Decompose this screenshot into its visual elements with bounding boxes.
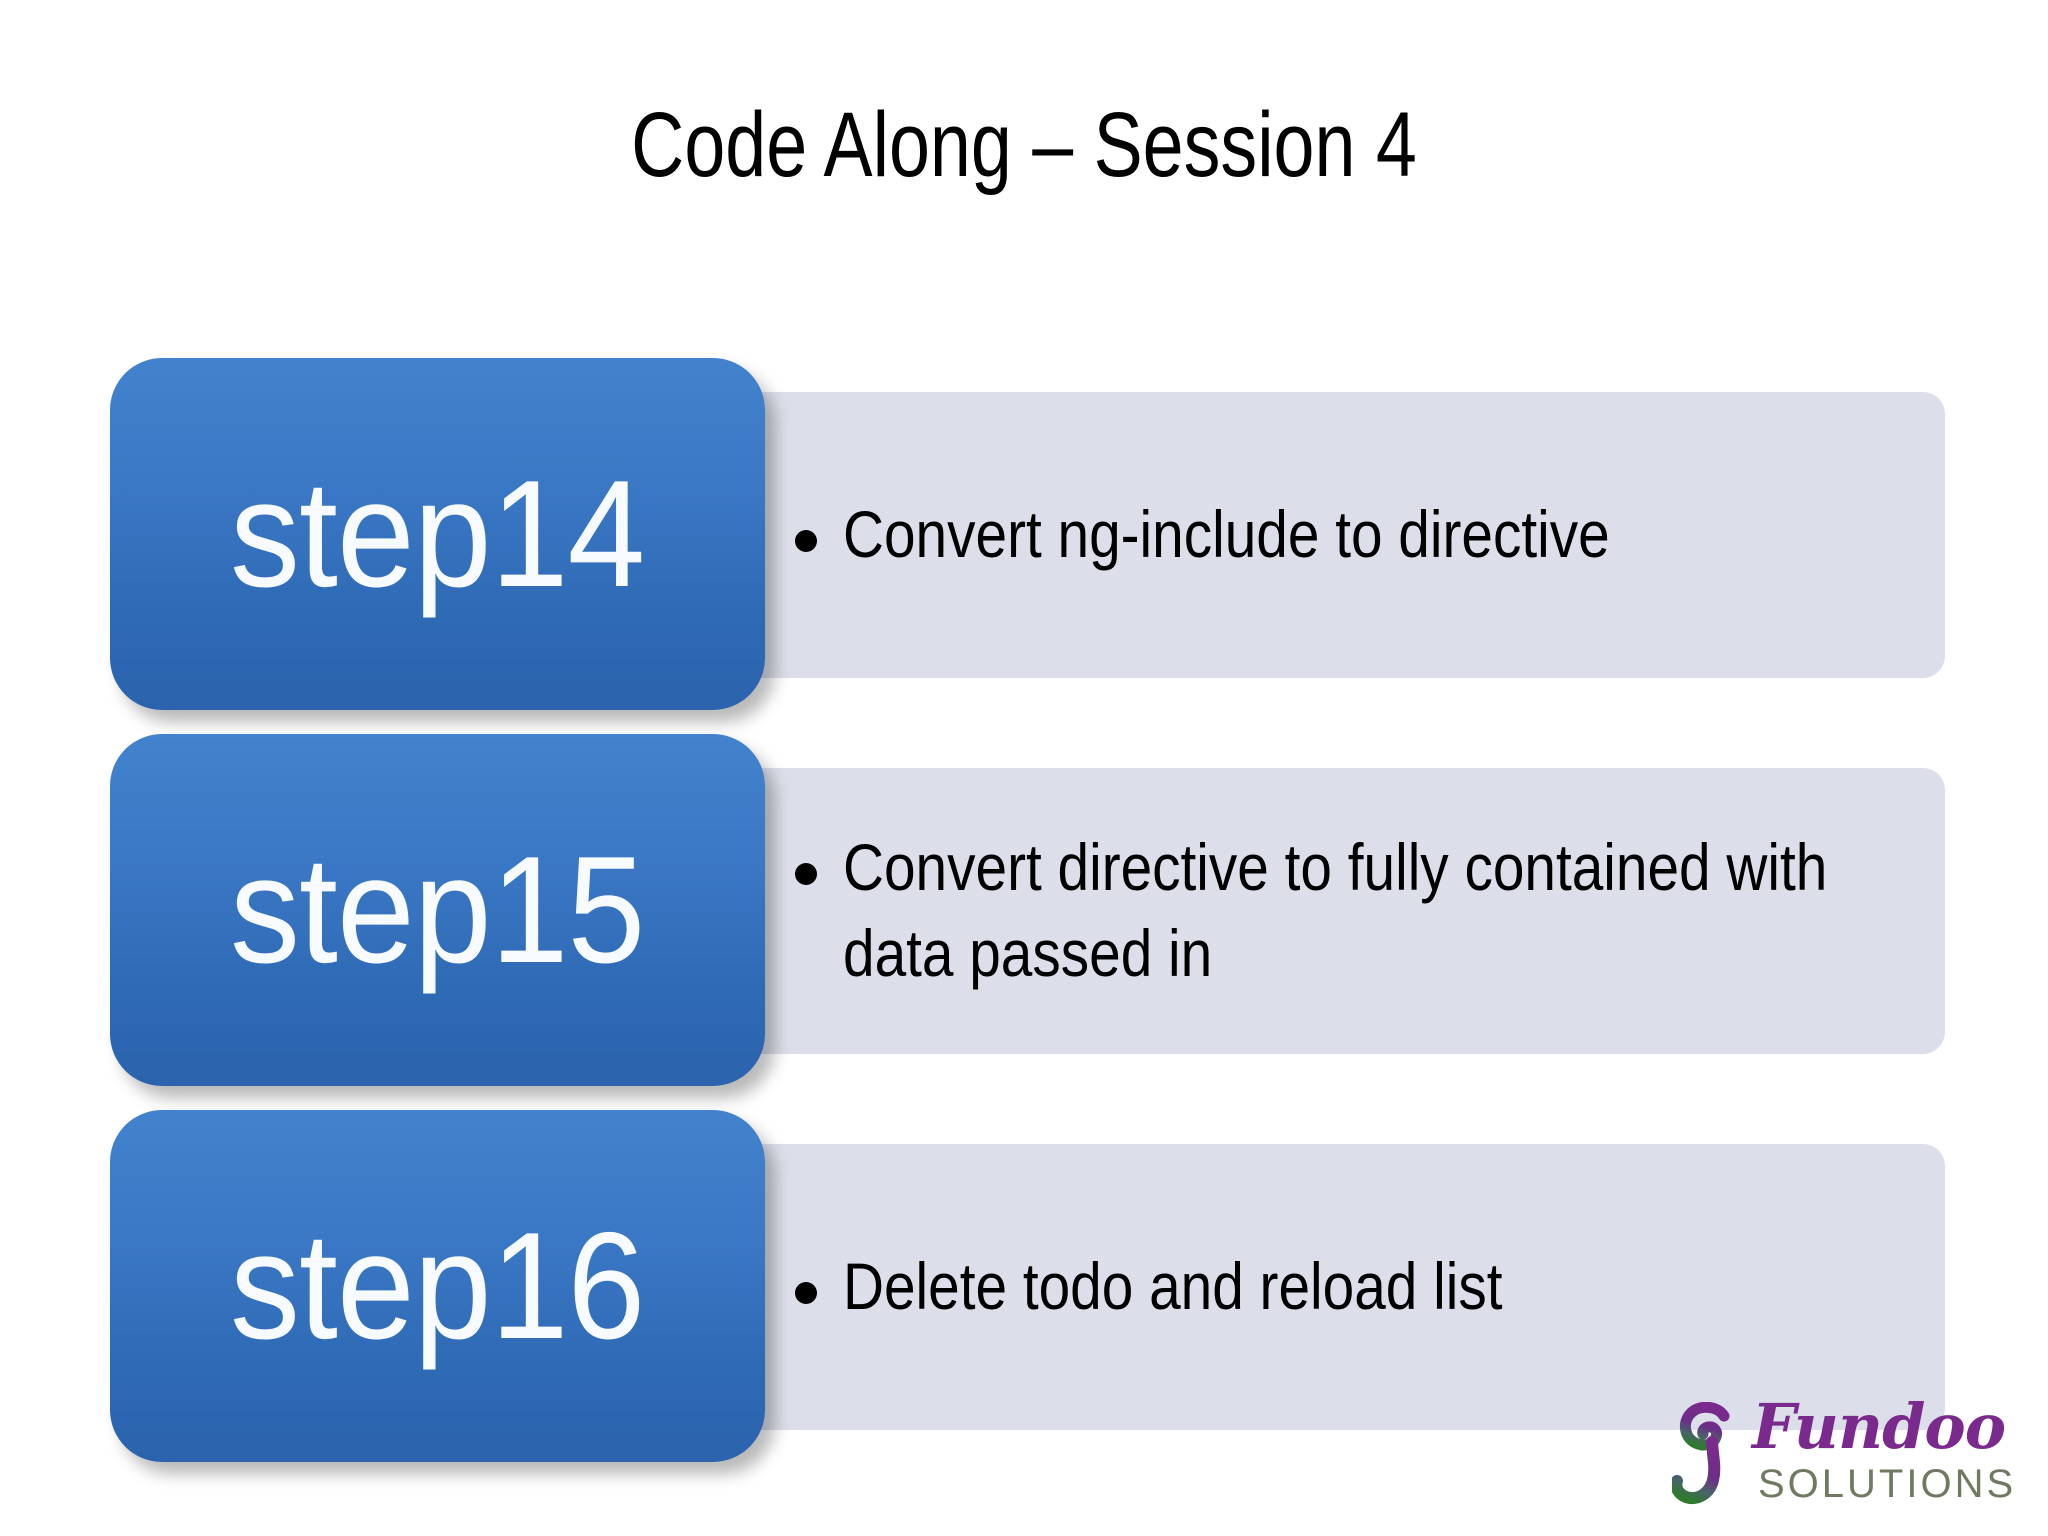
brand-logo: Fundoo SOLUTIONS	[1666, 1390, 2013, 1522]
step-row: Convert ng-include to directive step14	[0, 358, 2048, 710]
bullet-item: Convert directive to fully contained wit…	[795, 825, 2048, 997]
step-chip-label: step15	[230, 825, 645, 995]
step-description-panel: Convert directive to fully contained wit…	[595, 768, 1945, 1054]
bullet-text: Delete todo and reload list	[843, 1249, 1503, 1324]
logo-wordmark: Fundoo	[1752, 1390, 2006, 1463]
step-chip-step14[interactable]: step14	[110, 358, 765, 710]
page-title: Code Along – Session 4	[631, 94, 1417, 196]
step-row: Convert directive to fully contained wit…	[0, 734, 2048, 1086]
step-chip-step15[interactable]: step15	[110, 734, 765, 1086]
bullet-text: Convert ng-include to directive	[843, 497, 1610, 572]
step-description-panel: Convert ng-include to directive	[595, 392, 1945, 678]
step-chip-label: step16	[230, 1201, 645, 1371]
bullet-dot-icon	[795, 530, 817, 553]
fundoo-swirl-icon	[1672, 1402, 1730, 1504]
bullet-dot-icon	[795, 1282, 817, 1305]
bullet-item: Delete todo and reload list	[795, 1244, 2048, 1330]
bullet-text: Convert directive to fully contained wit…	[843, 830, 1828, 990]
bullet-item: Convert ng-include to directive	[795, 492, 2048, 578]
steps-list: Convert ng-include to directive step14 C…	[0, 358, 2048, 1486]
bullet-dot-icon	[795, 863, 817, 886]
step-description-panel: Delete todo and reload list	[595, 1144, 1945, 1430]
step-chip-label: step14	[230, 449, 645, 619]
step-row: Delete todo and reload list step16	[0, 1110, 2048, 1462]
logo-subtitle: SOLUTIONS	[1758, 1462, 2017, 1506]
step-chip-step16[interactable]: step16	[110, 1110, 765, 1462]
